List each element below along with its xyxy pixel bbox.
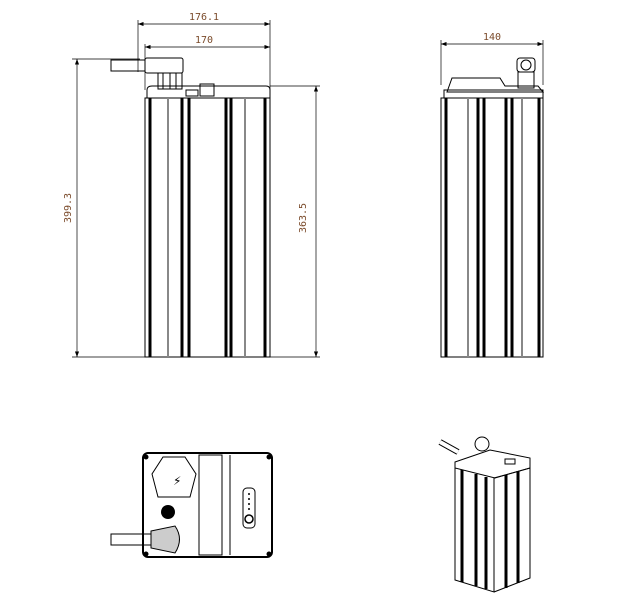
dimension-label: 176.1 — [189, 12, 219, 23]
isometric-view — [438, 436, 531, 593]
battery-level-indicator — [242, 487, 256, 529]
svg-text:⚡: ⚡ — [173, 474, 181, 488]
connector-icon — [474, 436, 490, 452]
cable-icon — [110, 59, 146, 72]
dimension-body-width: 170 — [144, 35, 270, 90]
dimension-label: 399.3 — [63, 193, 74, 223]
top-view: ⚡ — [110, 452, 273, 558]
side-view: 140 — [440, 32, 545, 358]
charge-port-icon — [151, 456, 197, 498]
dimension-label: 170 — [195, 35, 213, 46]
dimension-body-depth: 140 — [440, 32, 544, 85]
cable-icon — [110, 533, 152, 546]
dimension-label: 363.5 — [298, 203, 309, 233]
dimension-body-height: 363.5 — [270, 85, 320, 358]
dimension-label: 140 — [483, 32, 501, 43]
connector-icon — [144, 57, 184, 74]
dimension-overall-height: 399.3 — [63, 58, 145, 358]
front-view: 176.1 170 399.3 363.5 — [63, 12, 320, 358]
power-button-icon — [244, 514, 254, 524]
dimension-overall-width: 176.1 — [137, 12, 271, 90]
